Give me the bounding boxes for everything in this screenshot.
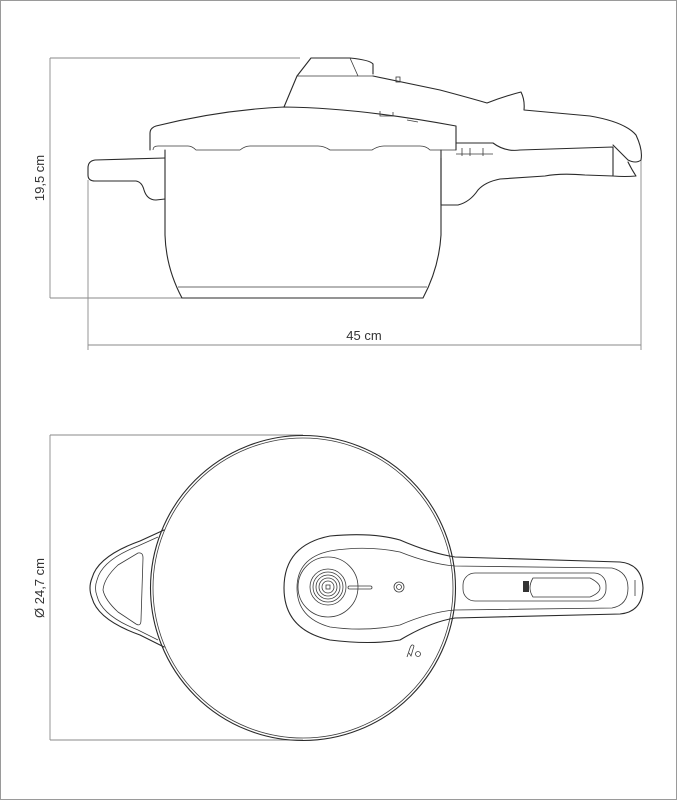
valve-ring bbox=[321, 580, 335, 594]
pot-side bbox=[87, 57, 642, 299]
valve-cap-edge bbox=[349, 57, 359, 77]
lock-symbol-dot bbox=[415, 651, 421, 657]
height-label: 19,5 cm bbox=[32, 155, 47, 201]
width-dimension: 45 cm bbox=[87, 160, 642, 350]
left-side-handle bbox=[87, 157, 166, 201]
lid-circle bbox=[149, 434, 457, 742]
lid-lock-tab bbox=[379, 111, 394, 117]
valve-center bbox=[325, 584, 331, 590]
right-handle-lower bbox=[440, 157, 614, 206]
side-handle-inner-edge bbox=[95, 536, 159, 641]
valve-base-ring bbox=[297, 556, 359, 618]
valve-cap bbox=[283, 57, 374, 108]
pressure-valve bbox=[297, 556, 373, 618]
lock-indicator bbox=[523, 581, 529, 592]
lid-rim bbox=[152, 145, 456, 151]
side-view: 19,5 cm 45 cm bbox=[32, 57, 642, 350]
pot-top bbox=[89, 434, 644, 742]
top-view: Ø 24,7 cm bbox=[32, 434, 644, 742]
diameter-dimension: Ø 24,7 cm bbox=[32, 434, 303, 741]
safety-valve-center bbox=[396, 584, 402, 590]
pot-body bbox=[164, 149, 442, 299]
width-label: 45 cm bbox=[346, 328, 381, 343]
lid-handle-inner bbox=[296, 547, 629, 630]
safety-valve bbox=[393, 581, 405, 593]
top-handle-lower bbox=[455, 142, 637, 178]
valve-pointer bbox=[347, 585, 373, 590]
side-handle-outer bbox=[89, 529, 165, 648]
top-handle-upper bbox=[372, 75, 642, 163]
pressure-indicator bbox=[395, 76, 401, 83]
side-handle-grip-hole bbox=[102, 552, 144, 626]
valve-ring bbox=[312, 571, 344, 603]
handle-slot bbox=[462, 572, 607, 602]
lock-symbol-stroke bbox=[406, 644, 415, 658]
lid bbox=[149, 106, 457, 151]
lock-symbol-icon bbox=[406, 644, 421, 658]
lid-inner-circle bbox=[152, 437, 454, 739]
valve-ring bbox=[318, 577, 338, 597]
valve-ring bbox=[309, 568, 347, 606]
lid-handle-outline bbox=[283, 534, 644, 644]
valve-ring bbox=[315, 574, 341, 600]
lock-slider bbox=[529, 577, 601, 598]
lid-mark bbox=[406, 119, 419, 123]
height-dimension: 19,5 cm bbox=[32, 57, 300, 299]
diameter-label: Ø 24,7 cm bbox=[32, 558, 47, 618]
